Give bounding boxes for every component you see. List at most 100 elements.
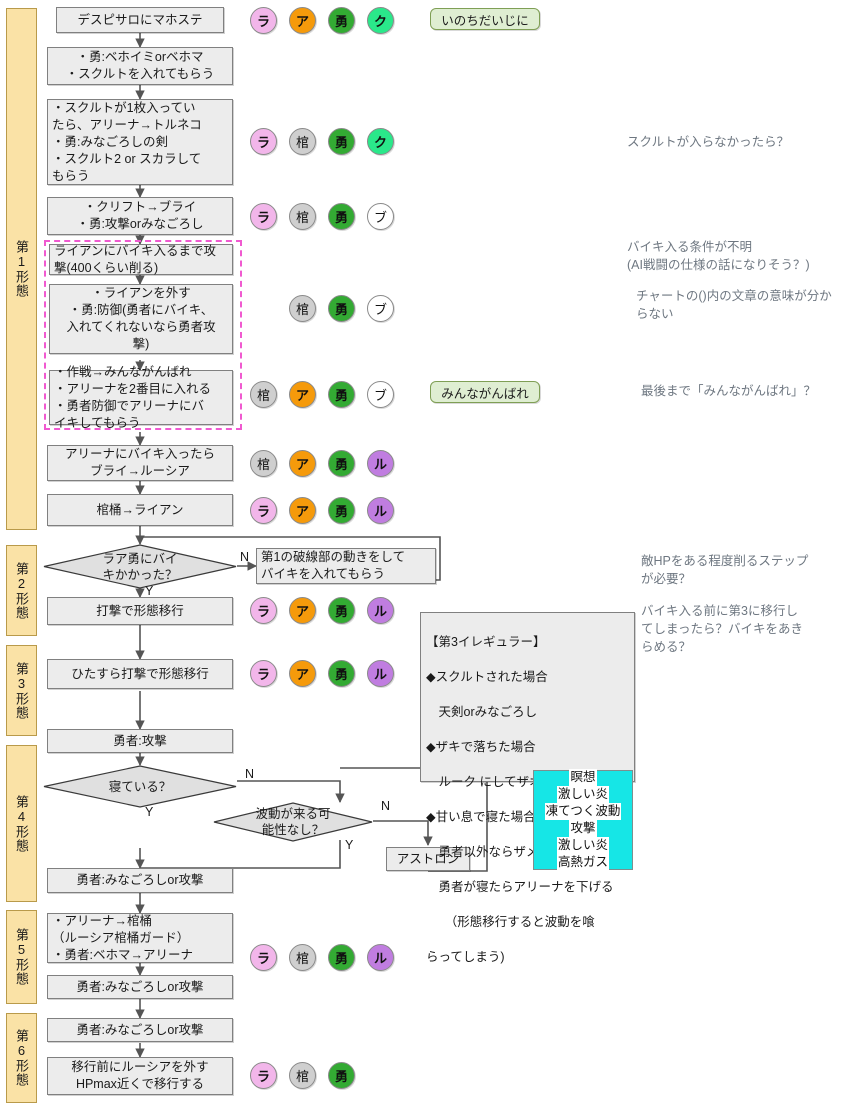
node-hitasura-dageki-phase-shift[interactable]: ひたすら打撃で形態移行 [47, 659, 233, 689]
party-member-label: 勇 [334, 1069, 348, 1084]
memo-line: ◆甘い息で寝た場合 [426, 809, 536, 824]
party-member-icon[interactable]: ラ [250, 660, 277, 687]
note-need-hp-shaving-step: 敵HPをある程度削るステップ が必要？ [641, 554, 809, 586]
party-member-icon[interactable]: ア [289, 450, 316, 477]
party-member-icon[interactable]: ル [367, 497, 394, 524]
node-arena-kanoke-behoma[interactable]: ・アリーナ→棺桶 （ルーシア棺桶ガード） ・勇者:ベホマ→アリーナ [47, 913, 233, 963]
decision-branch-yes-3: Y [345, 838, 354, 852]
party-member-icon[interactable]: 勇 [328, 295, 355, 322]
party-member-icon[interactable]: 棺 [250, 450, 277, 477]
party-member-label: ア [295, 14, 309, 29]
party-member-icon[interactable]: 棺 [289, 295, 316, 322]
decision-no-wave-chance[interactable]: 波動が来る可 能性なし？ [213, 802, 373, 842]
party-member-icon[interactable]: ブ [367, 295, 394, 322]
phase-band-4: 第4形態 [6, 745, 37, 902]
party-member-icon[interactable]: ア [289, 497, 316, 524]
node-yuusha-minagoroshi-2[interactable]: 勇者:みなごろしor攻撃 [47, 975, 233, 999]
party-member-icon[interactable]: ル [367, 944, 394, 971]
party-member-label: 勇 [334, 14, 348, 29]
party-member-icon[interactable]: ア [289, 597, 316, 624]
node-arena-baiki-brai-lucia[interactable]: アリーナにバイキ入ったら ブライ→ルーシア [47, 445, 233, 481]
node-redo-dashed-section[interactable]: 第1の破線部の動きをして バイキを入れてもらう [256, 548, 436, 584]
tactic-chip-inochi-daiji-ni[interactable]: いのちだいじに [430, 8, 540, 30]
party-member-icon[interactable]: 棺 [289, 1062, 316, 1089]
party-member-label: ラ [256, 135, 270, 150]
node-yuusha-minagoroshi-1[interactable]: 勇者:みなごろしor攻撃 [47, 868, 233, 893]
diamond-shape [213, 802, 373, 842]
party-member-label: ア [295, 504, 309, 519]
node-desupisaro-mahosute[interactable]: デスピサロにマホステ [56, 7, 224, 33]
party-member-icon[interactable]: 勇 [328, 381, 355, 408]
party-member-icon[interactable]: ク [367, 7, 394, 34]
party-member-icon[interactable]: ラ [250, 597, 277, 624]
party-member-label: ル [373, 604, 387, 619]
tactic-label: いのちだいじに [441, 13, 529, 28]
decision-sleeping[interactable]: 寝ている？ [43, 765, 237, 808]
party-member-icon[interactable]: ル [367, 450, 394, 477]
node-text: ・勇:ベホイミorベホマ ・スクルトを入れてもらう [65, 50, 215, 81]
party-member-label: 勇 [334, 388, 348, 403]
action-pattern-line: 高熱ガス [556, 854, 609, 871]
decision-baiki-applied[interactable]: ラア勇にバイ キかかった？ [43, 544, 237, 589]
node-attack-ryan-until-baiki[interactable]: ライアンにバイキ入るまで攻 撃(400くらい削る) [49, 244, 233, 275]
diamond-shape [43, 544, 237, 589]
party-member-label: ア [295, 457, 309, 472]
node-yuusha-attack[interactable]: 勇者:攻撃 [47, 729, 233, 753]
party-member-icon[interactable]: 勇 [328, 128, 355, 155]
party-member-icon[interactable]: 勇 [328, 944, 355, 971]
party-member-label: ク [373, 14, 387, 29]
phase-band-2: 第2形態 [6, 545, 37, 636]
party-member-icon[interactable]: ラ [250, 203, 277, 230]
action-pattern-line: 凍てつく波動 [544, 803, 622, 820]
node-text: 勇者:みなごろしor攻撃 [76, 873, 204, 887]
phase-label: 第1形態 [14, 240, 29, 298]
node-remove-lucia-before-shift[interactable]: 移行前にルーシアを外す HPmax近くで移行する [47, 1057, 233, 1095]
party-member-icon[interactable]: ル [367, 660, 394, 687]
party-member-icon[interactable]: 勇 [328, 450, 355, 477]
phase-label: 第5形態 [14, 928, 29, 986]
action-pattern-line: 激しい炎 [556, 837, 609, 854]
party-member-icon[interactable]: ア [289, 381, 316, 408]
party-member-label: ラ [256, 14, 270, 29]
node-tactic-minna-ganbare[interactable]: ・作戦→みんながんばれ ・アリーナを2番目に入れる ・勇者防御でアリーナにバ イ… [49, 365, 233, 430]
party-member-icon[interactable]: 棺 [289, 203, 316, 230]
node-remove-ryan-defend[interactable]: ・ライアンを外す ・勇:防御(勇者にバイキ、 入れてくれないなら勇者攻 撃) [49, 284, 233, 354]
party-member-icon[interactable]: 勇 [328, 1062, 355, 1089]
party-member-icon[interactable]: 勇 [328, 203, 355, 230]
node-astron[interactable]: アストロン [386, 847, 470, 871]
party-member-icon[interactable]: ク [367, 128, 394, 155]
party-member-label: 勇 [334, 457, 348, 472]
party-member-icon[interactable]: 棺 [289, 128, 316, 155]
party-member-icon[interactable]: ラ [250, 1062, 277, 1089]
party-member-label: ア [295, 388, 309, 403]
tactic-chip-minna-ganbare[interactable]: みんながんばれ [430, 381, 540, 403]
node-heal-and-scult[interactable]: ・勇:ベホイミorベホマ ・スクルトを入れてもらう [47, 47, 233, 85]
party-member-label: ル [373, 504, 387, 519]
node-scult-arena-torneko[interactable]: ・スクルトが1枚入ってい たら、アリーナ→トルネコ ・勇:みなごろしの剣 ・スク… [47, 99, 233, 185]
party-member-icon[interactable]: ラ [250, 944, 277, 971]
party-member-icon[interactable]: 勇 [328, 597, 355, 624]
party-member-icon[interactable]: ラ [250, 7, 277, 34]
party-member-icon[interactable]: ル [367, 597, 394, 624]
party-member-icon[interactable]: ラ [250, 128, 277, 155]
party-member-icon[interactable]: 勇 [328, 660, 355, 687]
node-text: 第1の破線部の動きをして バイキを入れてもらう [261, 550, 406, 581]
party-member-icon[interactable]: ア [289, 660, 316, 687]
party-member-label: ク [373, 135, 387, 150]
node-clift-to-brai[interactable]: ・クリフト→ブライ ・勇:攻撃orみなごろし [47, 197, 233, 235]
party-member-icon[interactable]: 勇 [328, 7, 355, 34]
party-member-icon[interactable]: ブ [367, 203, 394, 230]
node-dageki-phase-shift[interactable]: 打撃で形態移行 [47, 597, 233, 625]
party-member-icon[interactable]: ラ [250, 497, 277, 524]
node-kanoke-to-ryan[interactable]: 棺桶→ライアン [47, 494, 233, 526]
party-member-icon[interactable]: 勇 [328, 497, 355, 524]
node-text: ・ライアンを外す ・勇:防御(勇者にバイキ、 入れてくれないなら勇者攻 撃) [66, 286, 216, 351]
note-scult-fail: スクルトが入らなかったら？ [627, 135, 790, 149]
party-member-icon[interactable]: ブ [367, 381, 394, 408]
party-member-icon[interactable]: 棺 [289, 944, 316, 971]
node-yuusha-minagoroshi-3[interactable]: 勇者:みなごろしor攻撃 [47, 1018, 233, 1042]
party-member-label: ラ [256, 604, 270, 619]
party-member-icon[interactable]: ア [289, 7, 316, 34]
party-member-icon[interactable]: 棺 [250, 381, 277, 408]
party-member-label: 棺 [295, 135, 309, 150]
